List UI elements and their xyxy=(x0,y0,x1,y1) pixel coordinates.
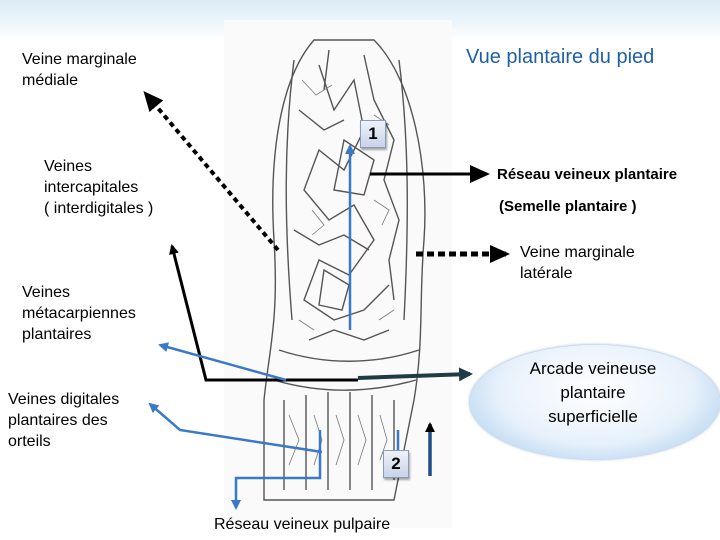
label-line: Arcade veineuse xyxy=(529,359,657,378)
label-line: médiale xyxy=(22,72,79,89)
label-veines-metacarpiennes: Veines métacarpiennes plantaires xyxy=(22,282,136,345)
label-line: latérale xyxy=(520,265,573,282)
label-line: métacarpiennes xyxy=(22,305,136,322)
arcade-bubble xyxy=(470,345,720,459)
label-reseau-veineux-pulpaire: Réseau veineux pulpaire xyxy=(214,516,391,533)
label-line: ( interdigitales ) xyxy=(44,200,154,217)
arrow-veines-metacarpiennes xyxy=(169,244,358,382)
label-line: Veines xyxy=(44,158,93,175)
diagram-title: Vue plantaire du pied xyxy=(466,46,655,68)
arrow-veines-metacarpiennes-blue xyxy=(158,342,287,382)
label-semelle-plantaire: (Semelle plantaire ) xyxy=(499,198,637,215)
arrow-veines-digitales xyxy=(148,402,323,454)
label-arcade-veineuse: Arcade veineuse plantaire superficielle xyxy=(470,357,716,429)
marker-two: 2 xyxy=(383,450,409,478)
label-line: orteils xyxy=(8,433,51,450)
label-line: superficielle xyxy=(548,407,638,426)
foot-veins-drawing xyxy=(263,39,426,501)
label-line: Veines xyxy=(22,284,71,301)
label-veines-intercapitales: Veines intercapitales ( interdigitales ) xyxy=(44,156,153,219)
arrow-reseau-veineux-pulpaire xyxy=(231,430,322,510)
label-line: plantaire xyxy=(560,383,626,402)
label-line: Veine marginale xyxy=(520,244,635,261)
label-line: Veines digitales xyxy=(8,391,120,408)
marker-one: 1 xyxy=(360,120,386,148)
label-line: Veine marginale xyxy=(22,51,137,68)
label-veine-marginale-laterale: Veine marginale latérale xyxy=(520,242,635,284)
arrow-arcade-veineuse xyxy=(357,367,473,382)
arrow-veine-marginale-mediale xyxy=(143,90,280,252)
label-veine-marginale-mediale: Veine marginale médiale xyxy=(22,49,137,91)
label-veines-digitales: Veines digitales plantaires des orteils xyxy=(8,389,119,452)
label-line: intercapitales xyxy=(44,179,139,196)
label-line: plantaires des xyxy=(8,412,108,429)
label-reseau-veineux-plantaire: Réseau veineux plantaire xyxy=(497,166,678,183)
label-line: plantaires xyxy=(22,326,92,343)
